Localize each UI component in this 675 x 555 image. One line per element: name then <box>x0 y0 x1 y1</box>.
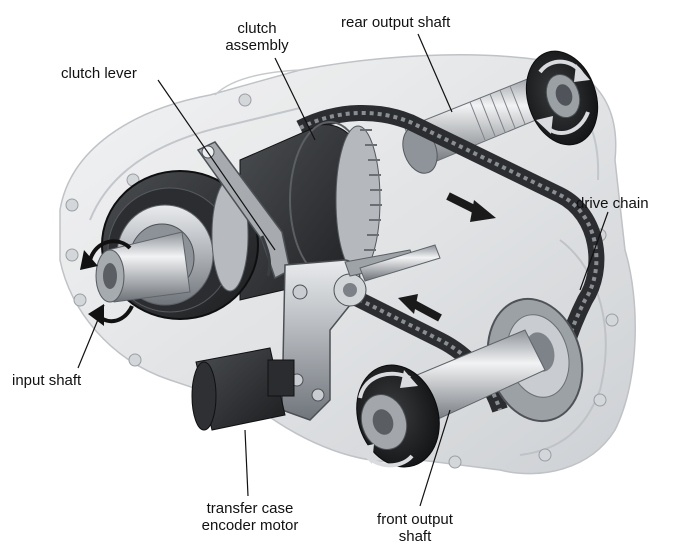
label-input-shaft: input shaft <box>12 372 82 389</box>
label-clutch-assembly-line1: clutch <box>237 20 277 37</box>
leader-encoder-motor <box>244 429 249 497</box>
housing-bolts <box>65 93 619 469</box>
chain-return-arrow-icon <box>398 294 442 322</box>
label-rear-output-shaft: rear output shaft <box>341 14 451 31</box>
label-encoder-motor-line2: encoder motor <box>201 517 299 534</box>
chain-direction-arrow-icon <box>446 192 496 222</box>
leader-front-output-shaft <box>419 409 451 507</box>
input-rotation-arrowhead-icon <box>80 250 98 270</box>
input-shaft <box>95 231 191 303</box>
clutch-assembly <box>239 121 382 301</box>
input-rotation-arrowhead-2-icon <box>88 304 104 326</box>
label-encoder-motor-line1: transfer case <box>206 500 294 517</box>
label-drive-chain: drive chain <box>576 195 649 212</box>
rear-rotation-arrowhead-icon <box>574 64 590 82</box>
label-encoder-motor: transfer case encoder motor <box>190 500 310 534</box>
label-clutch-assembly-line2: assembly <box>225 37 289 54</box>
front-rotation-arrowhead-icon <box>400 370 418 388</box>
leader-clutch-assembly <box>274 57 316 141</box>
rear-rotation-arrowhead-2-icon <box>536 116 553 134</box>
leader-input-shaft <box>77 304 105 369</box>
label-clutch-assembly: clutch assembly <box>222 20 292 54</box>
encoder-motor <box>191 347 295 431</box>
label-front-output-shaft: front output shaft <box>360 511 470 545</box>
leader-drive-chain <box>579 211 609 291</box>
leader-clutch-lever <box>157 79 276 251</box>
front-rotation-arrowhead-2-icon <box>356 444 374 464</box>
leader-rear-output-shaft <box>417 33 453 113</box>
leader-lines <box>77 33 609 507</box>
label-clutch-lever: clutch lever <box>61 65 137 82</box>
shift-rod <box>359 244 441 282</box>
label-front-output-shaft-line1: front output <box>377 511 453 528</box>
front-output-flange <box>356 364 440 468</box>
label-front-output-shaft-line2: shaft <box>398 528 432 545</box>
